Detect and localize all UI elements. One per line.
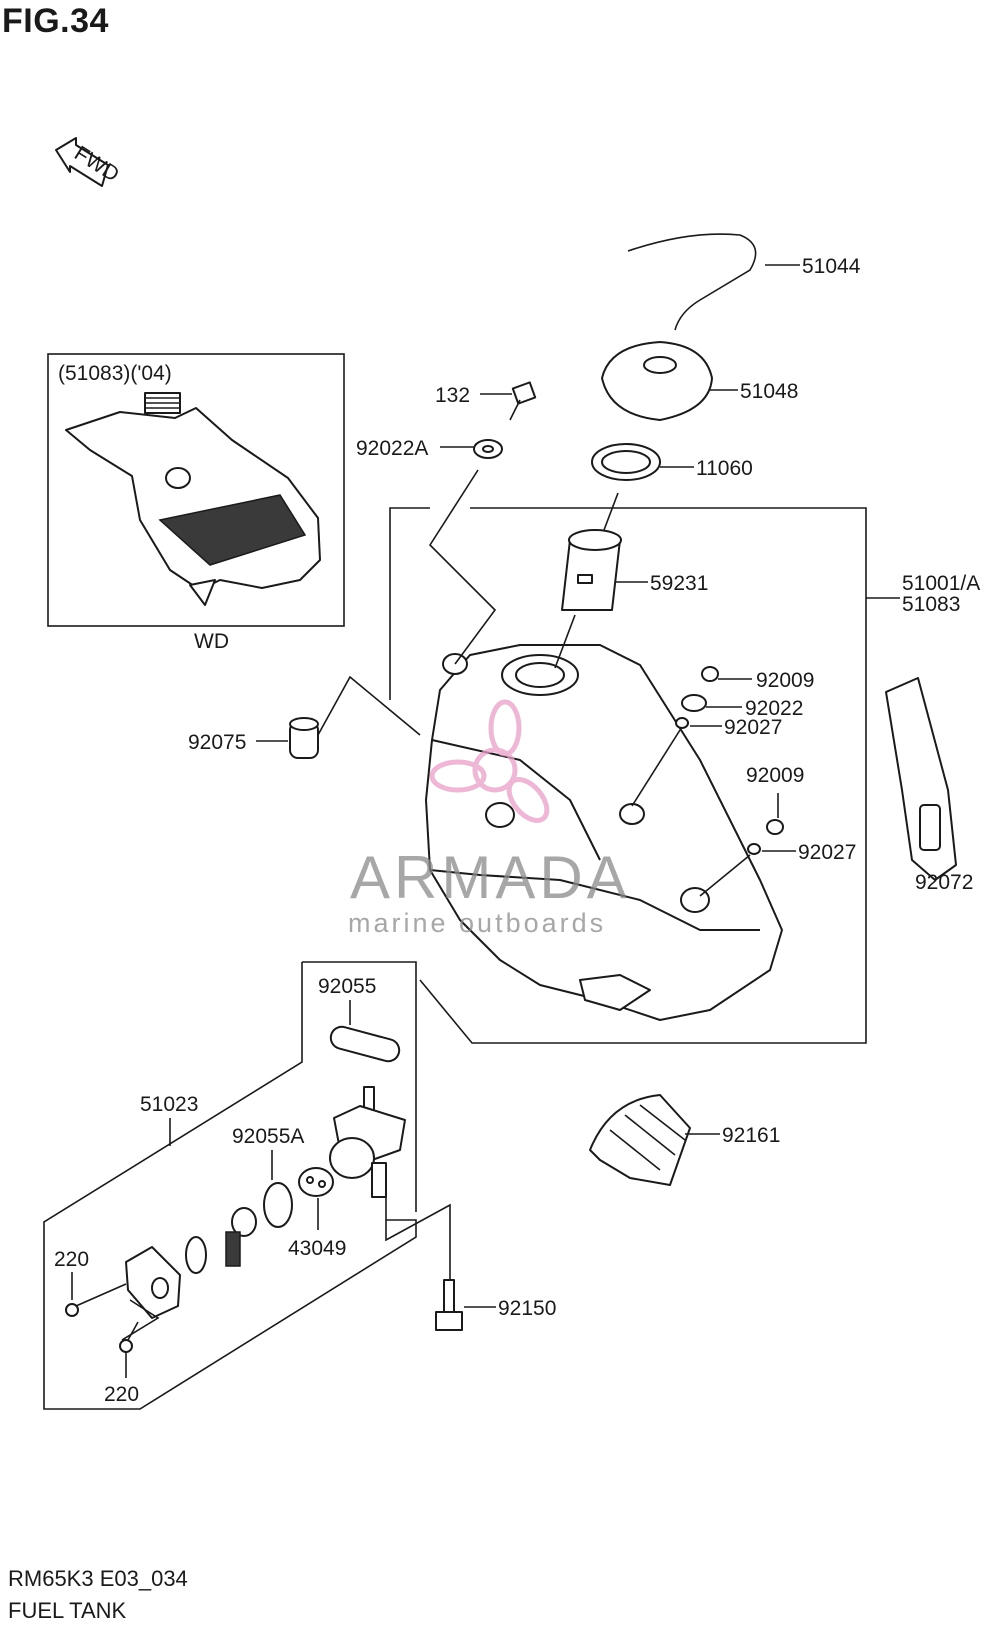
part-label-92009-a: 92009	[756, 669, 814, 692]
figure-name: FUEL TANK	[8, 1598, 127, 1623]
part-label-220-a: 220	[54, 1248, 89, 1271]
part-label-92150: 92150	[498, 1297, 556, 1320]
part-label-92075: 92075	[188, 731, 246, 754]
oring-small	[185, 1236, 207, 1274]
part-label-51044: 51044	[802, 255, 861, 278]
watermark-brand: ARMADA	[350, 844, 631, 911]
watermark: ARMADA marine outboards	[348, 699, 631, 938]
part-label-92055: 92055	[318, 975, 376, 998]
part-label-51001A: 51001/A	[902, 572, 980, 595]
part-label-43049: 43049	[288, 1237, 346, 1260]
watermark-tagline: marine outboards	[348, 908, 606, 938]
fuel-cock-frame	[302, 961, 417, 1212]
fuel-tank	[425, 644, 783, 1021]
screw-220-a	[65, 1283, 127, 1317]
strap-92072	[885, 677, 957, 881]
part-label-51023: 51023	[140, 1093, 198, 1116]
part-label-51048: 51048	[740, 380, 798, 403]
washer-92022	[681, 694, 707, 712]
figure-title: FIG.34	[2, 2, 109, 40]
nut-92027-b	[747, 843, 761, 855]
gasket-92055	[329, 1025, 401, 1063]
part-label-11060: 11060	[696, 457, 753, 480]
screw-220-b	[119, 1321, 139, 1353]
part-label-51083: 51083	[902, 593, 960, 616]
filter-59231	[561, 529, 622, 611]
fuel-cap	[601, 341, 713, 421]
part-label-92009-b: 92009	[746, 764, 804, 787]
part-label-59231: 59231	[650, 572, 708, 595]
part-label-92055A: 92055A	[232, 1125, 304, 1148]
vent-hose	[627, 233, 757, 331]
part-label-92027-a: 92027	[724, 716, 782, 739]
part-label-92161: 92161	[722, 1124, 780, 1147]
inset-caption: WD	[194, 630, 229, 653]
damper-92075	[289, 717, 319, 759]
figure-code: RM65K3 E03_034	[8, 1566, 188, 1591]
lever	[225, 1207, 257, 1267]
screw-92009-b	[766, 819, 784, 835]
part-label-132: 132	[435, 384, 470, 407]
nut-92027-a	[675, 717, 689, 729]
part-label-220-b: 220	[104, 1383, 139, 1406]
plate-43049	[298, 1167, 334, 1197]
oring-92055A	[263, 1182, 293, 1228]
part-label-92072: 92072	[915, 871, 973, 894]
tank-group-frame	[389, 507, 430, 700]
part-label-92022A: 92022A	[356, 437, 428, 460]
cushion-92161	[589, 1094, 691, 1186]
inset-header: (51083)('04)	[58, 362, 172, 385]
forward-arrow-icon: FWD	[55, 137, 123, 187]
bolt-92150	[435, 1279, 463, 1331]
part-label-92022: 92022	[745, 697, 803, 720]
bolt-132	[509, 381, 537, 421]
inset-wd: (51083)('04) WD	[47, 353, 345, 653]
part-label-92027-b: 92027	[798, 841, 856, 864]
fuel-cock-51023	[329, 1086, 406, 1198]
screw-92009-a	[701, 666, 719, 682]
